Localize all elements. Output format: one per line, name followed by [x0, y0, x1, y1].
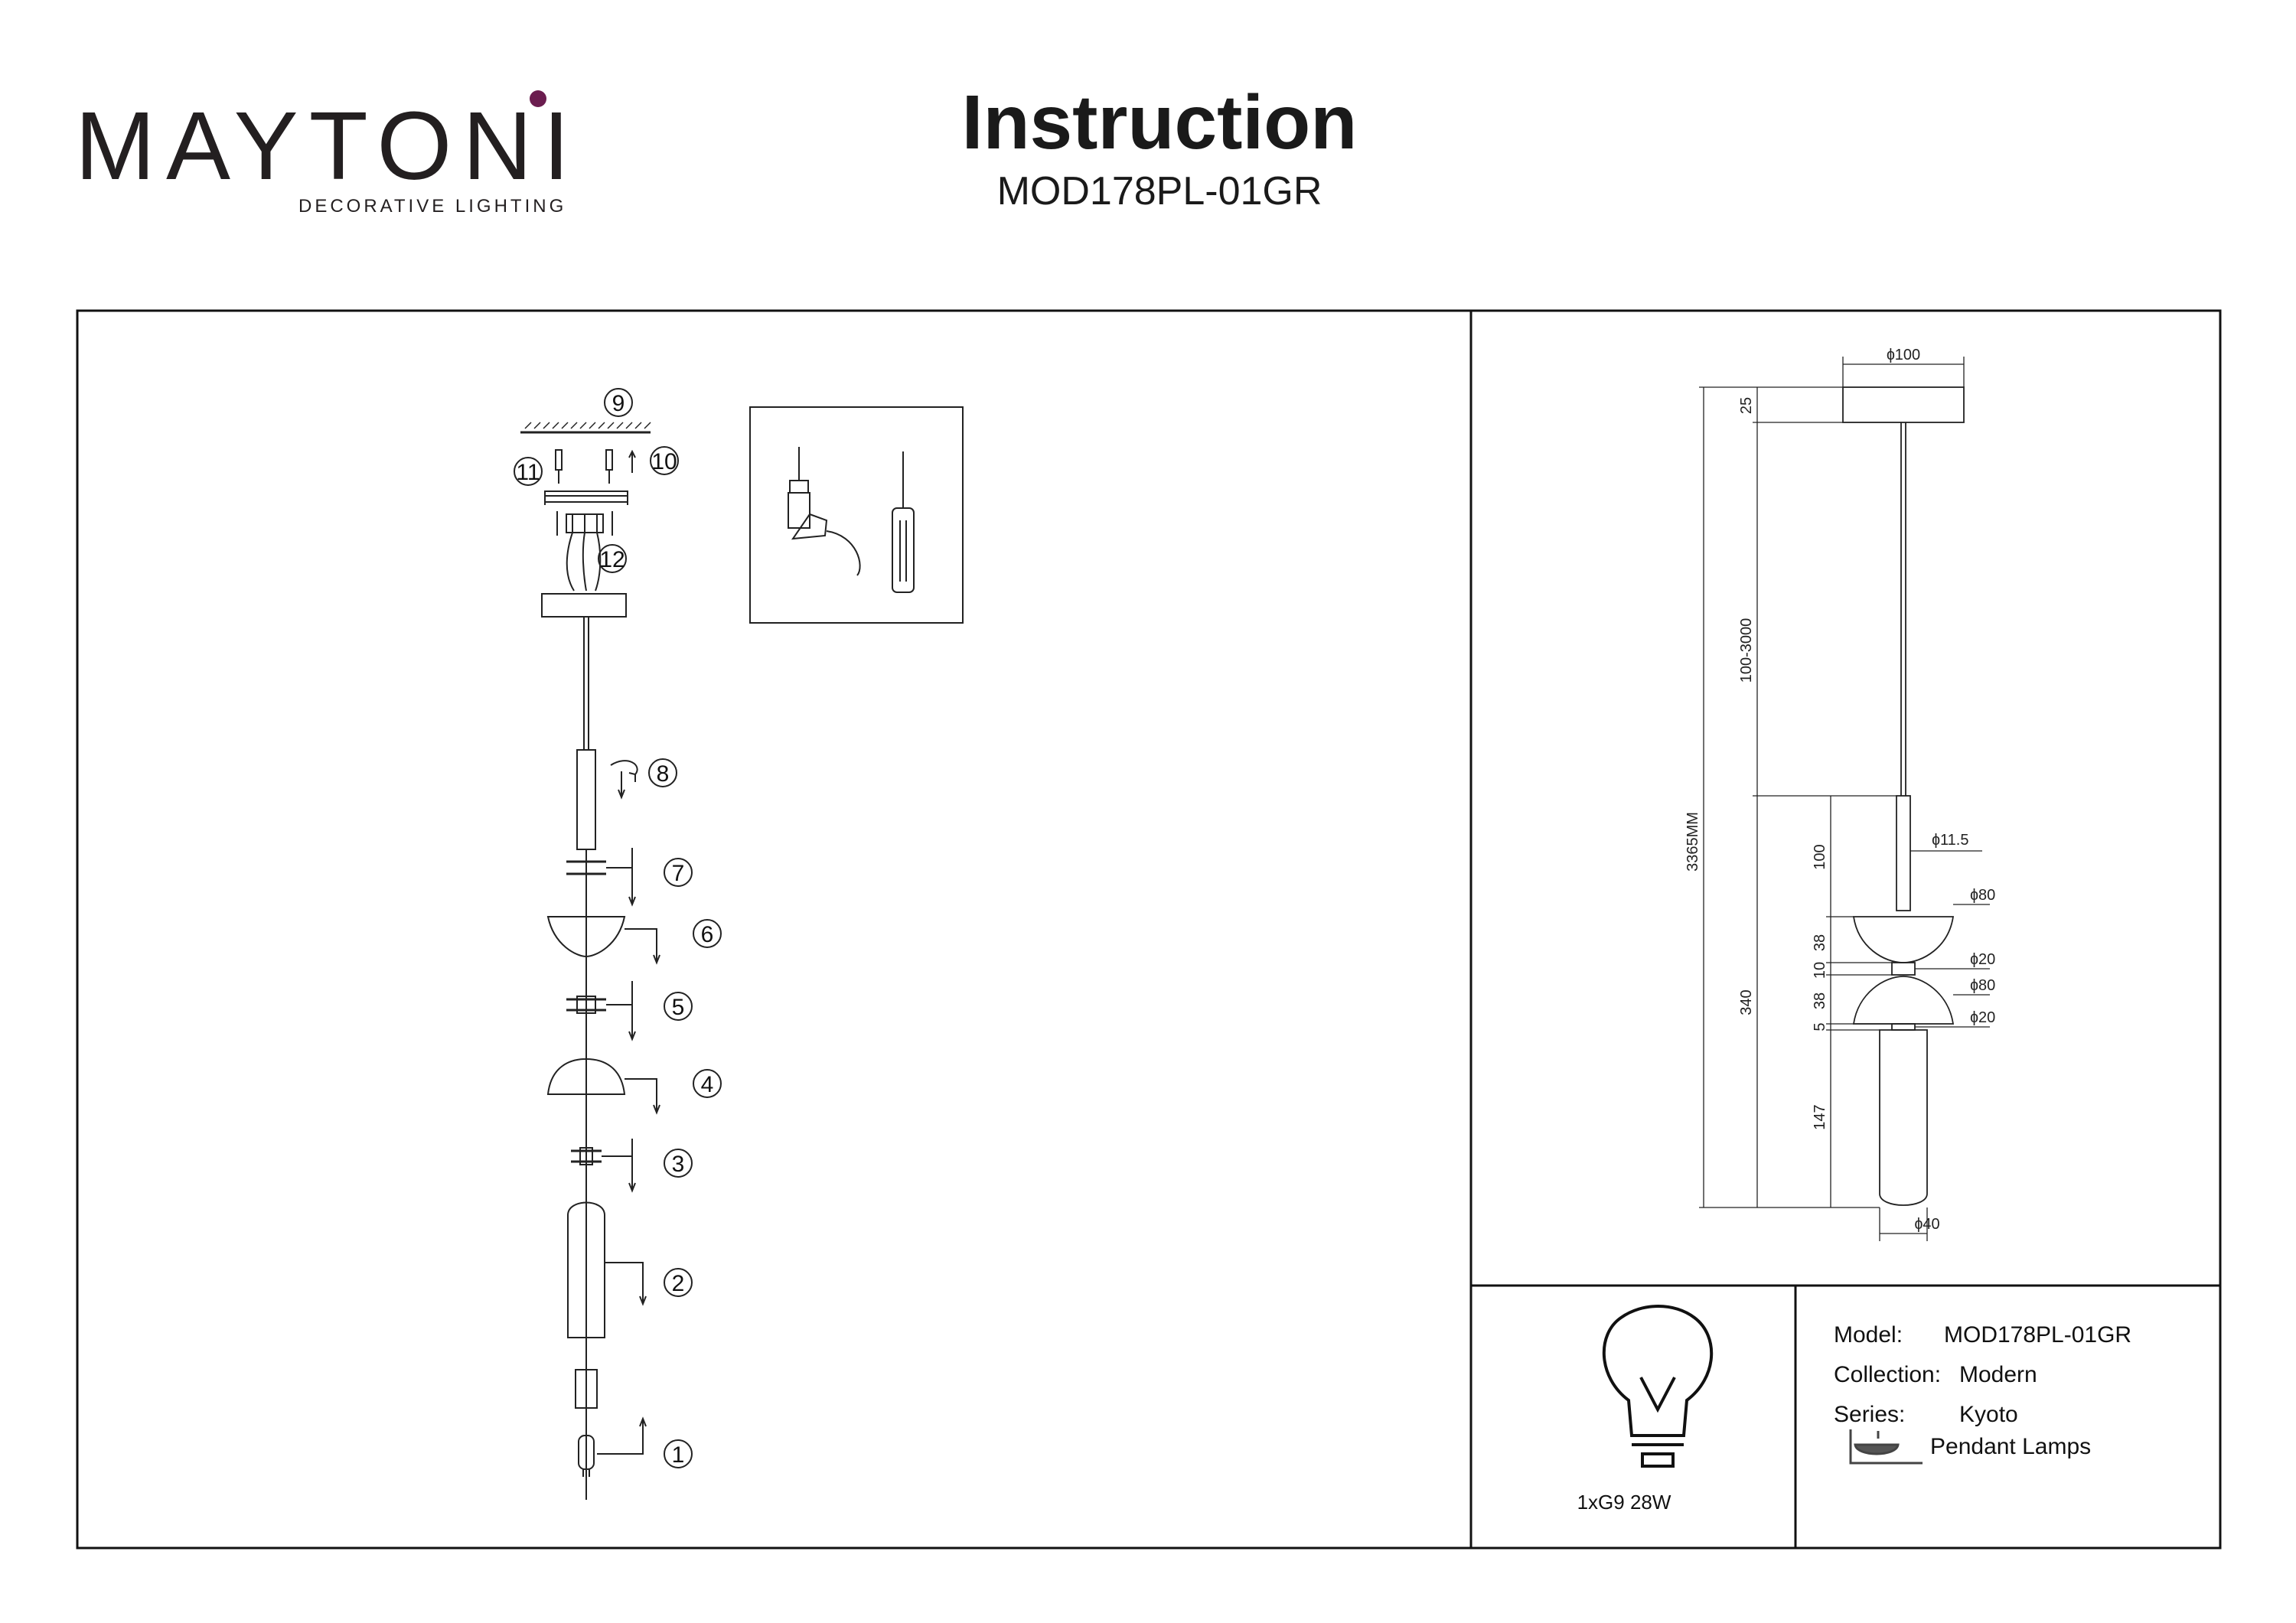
callout-6	[693, 919, 722, 948]
assembly-diagram	[520, 422, 660, 1500]
callout-10-label: 10	[651, 449, 677, 474]
callout-7-label: 7	[672, 861, 685, 886]
dimension-drawing	[1699, 357, 1990, 1241]
dim-shade-top-diameter: ɸ80	[1970, 887, 1995, 904]
callout-7	[664, 858, 693, 887]
brand-name: MAYTONI	[75, 92, 581, 200]
callout-9	[604, 388, 633, 417]
dim-body-height: 340	[1738, 989, 1755, 1015]
dim-cable-length: 100-3000	[1738, 618, 1755, 683]
dim-glass-height: 147	[1812, 1104, 1828, 1129]
callout-1-label: 1	[672, 1442, 685, 1468]
dim-rod-diameter: ɸ11.5	[1932, 832, 1968, 849]
page-subtitle-model: MOD178PL-01GR	[996, 169, 1322, 213]
pendant-lamp-icon	[1849, 1429, 1923, 1465]
dim-rod-length: 100	[1812, 844, 1828, 869]
drill-icon	[788, 447, 861, 576]
callout-12	[598, 544, 627, 573]
dim-connector-bottom: 5	[1812, 1022, 1828, 1031]
callout-9-label: 9	[612, 391, 625, 416]
callout-3	[664, 1149, 693, 1178]
dim-shade-bottom-diameter: ɸ80	[1970, 977, 1995, 994]
callout-5	[664, 992, 693, 1021]
frame	[76, 309, 2222, 1550]
dim-canopy-diameter: ɸ100	[1887, 347, 1920, 363]
spec-series-label: Series:	[1834, 1402, 1905, 1427]
spec-model-label: Model:	[1834, 1322, 1903, 1348]
dimension-labels: ɸ100 ɸ40 ɸ11.5 ɸ80 ɸ20 ɸ80 ɸ20 25 100-30…	[1684, 347, 1995, 1233]
dim-canopy-height: 25	[1738, 397, 1755, 414]
callout-5-label: 5	[672, 995, 685, 1020]
dim-shade-height-bottom: 38	[1812, 992, 1828, 1009]
spec-table: Model: MOD178PL-01GR Collection: Modern …	[1834, 1322, 2131, 1459]
brand-tagline: DECORATIVE LIGHTING	[298, 196, 567, 217]
spec-collection-value: Modern	[1959, 1362, 2037, 1387]
callout-1	[664, 1439, 693, 1468]
spec-series-value: Kyoto	[1959, 1402, 2018, 1427]
spec-model-value: MOD178PL-01GR	[1944, 1322, 2131, 1348]
callout-2-label: 2	[672, 1271, 685, 1296]
spec-collection-label: Collection:	[1834, 1362, 1941, 1387]
page-title: Instruction	[961, 80, 1358, 165]
dim-connector-top: 10	[1812, 962, 1828, 979]
dim-total-height: 3365MM	[1684, 812, 1701, 872]
light-bulb-icon	[1602, 1305, 1714, 1468]
tools-panel	[749, 406, 964, 624]
brand-logo: MAYTONI DECORATIVE LIGHTING	[0, 0, 582, 230]
dim-connector-diameter-2: ɸ20	[1970, 1009, 1995, 1026]
lamp-spec: 1xG9 28W	[1577, 1491, 1671, 1514]
callout-4	[693, 1069, 722, 1098]
dim-glass-diameter: ɸ40	[1914, 1216, 1939, 1233]
spec-type-value: Pendant Lamps	[1930, 1434, 2091, 1459]
callout-11-label: 11	[516, 460, 540, 485]
callout-3-label: 3	[672, 1152, 685, 1177]
callout-8	[648, 758, 677, 787]
callout-8-label: 8	[657, 761, 670, 787]
screwdriver-icon	[892, 451, 915, 593]
callout-2	[664, 1268, 693, 1297]
callout-10	[650, 446, 679, 475]
callout-labels: 1 2 3 4 5 6 7 8 9 10 11 12	[516, 391, 713, 1468]
callouts	[514, 388, 722, 1468]
callout-11	[514, 457, 543, 486]
dim-shade-height-top: 38	[1812, 934, 1828, 951]
callout-12-label: 12	[599, 547, 625, 572]
callout-4-label: 4	[701, 1072, 714, 1097]
logo-accent-dot	[530, 90, 546, 107]
dim-connector-diameter-1: ɸ20	[1970, 951, 1995, 968]
callout-6-label: 6	[701, 922, 714, 947]
